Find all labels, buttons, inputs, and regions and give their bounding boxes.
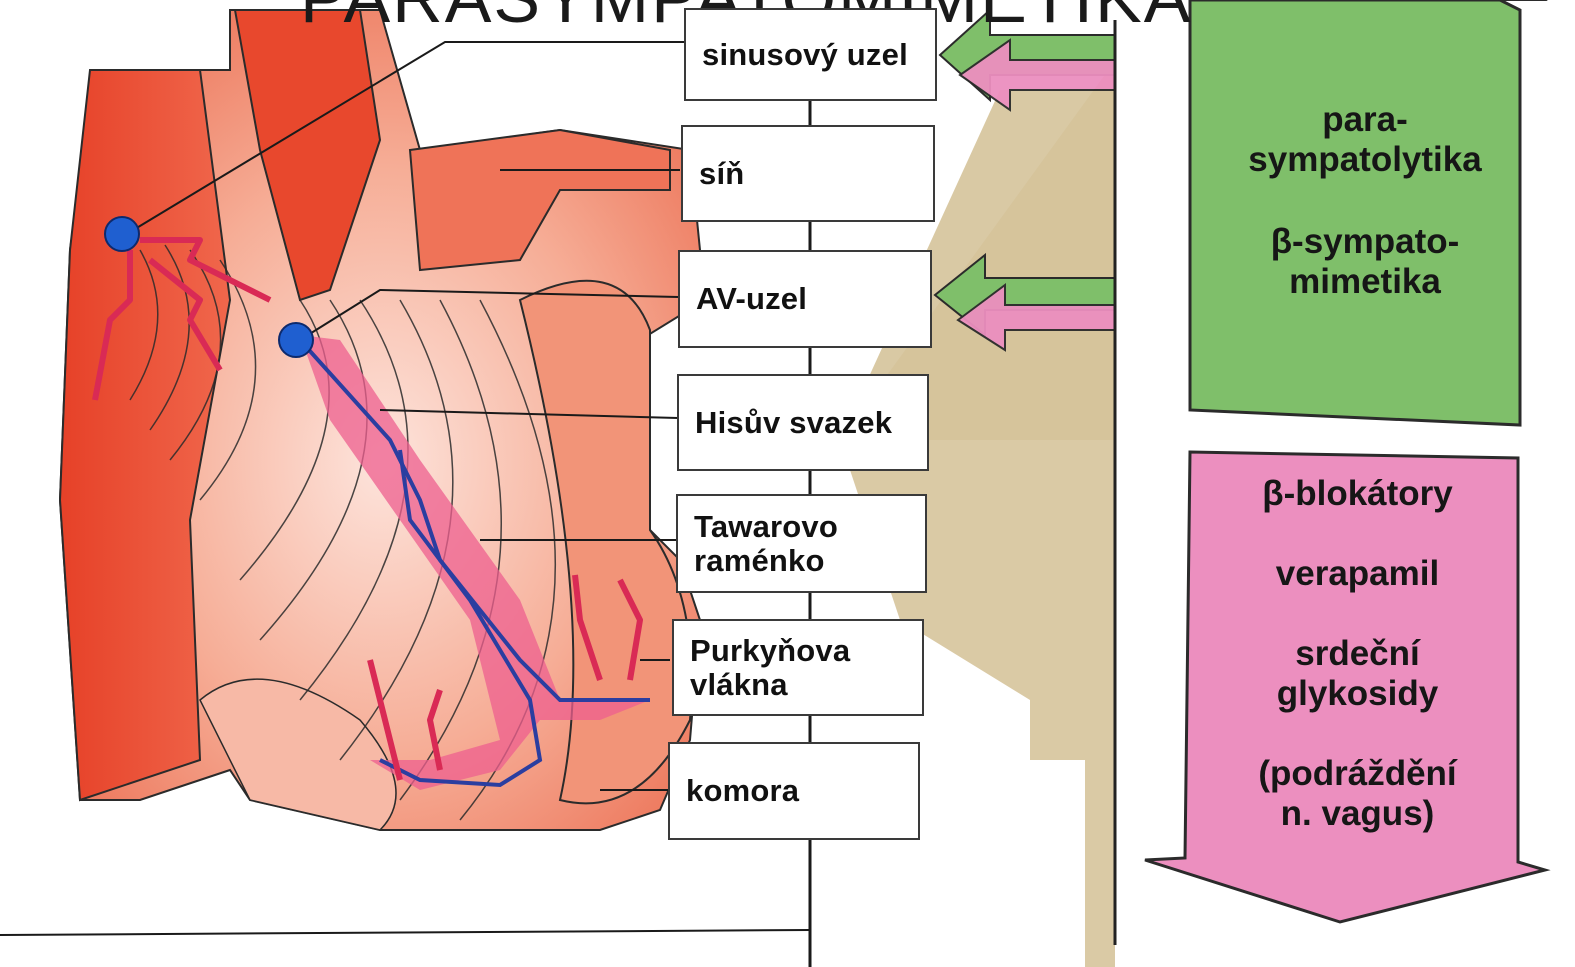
sinus-node-marker (105, 217, 139, 251)
green-line3: β-sympato- (1195, 222, 1535, 262)
label-tawara-branch: Tawarovo raménko (676, 494, 927, 593)
green-line2: sympatolytika (1195, 140, 1535, 180)
av-node-marker (279, 323, 313, 357)
pink-line4: glykosidy (1195, 674, 1520, 714)
green-line1: para- (1195, 100, 1535, 140)
label-his-bundle: Hisův svazek (677, 374, 929, 471)
label-av-node: AV-uzel (678, 250, 932, 348)
label-sinus-node-text: sinusový uzel (702, 38, 908, 72)
green-panel-text: para- sympatolytika β-sympato- mimetika (1195, 100, 1535, 302)
green-line4: mimetika (1195, 262, 1535, 302)
pink-panel-text: β-blokátory verapamil srdeční glykosidy … (1195, 474, 1520, 834)
label-ventricle: komora (668, 742, 920, 840)
label-his-bundle-text: Hisův svazek (695, 406, 892, 440)
label-sinus-node: sinusový uzel (684, 8, 937, 101)
pink-line2: verapamil (1195, 554, 1520, 594)
label-av-node-text: AV-uzel (696, 282, 807, 316)
pink-line1: β-blokátory (1195, 474, 1520, 514)
pink-line3: srdeční (1195, 634, 1520, 674)
label-tawara-line2: raménko (694, 544, 825, 578)
bottom-rule (0, 930, 810, 935)
label-atrium-text: síň (699, 157, 744, 191)
pink-line6: n. vagus) (1195, 794, 1520, 834)
pink-line5: (podráždění (1195, 754, 1520, 794)
label-purkinje-fibers: Purkyňova vlákna (672, 619, 924, 716)
label-ventricle-text: komora (686, 774, 799, 808)
label-purkinje-line2: vlákna (690, 668, 788, 702)
label-purkinje-line1: Purkyňova (690, 634, 850, 668)
label-atrium: síň (681, 125, 935, 222)
label-tawara-line1: Tawarovo (694, 510, 838, 544)
